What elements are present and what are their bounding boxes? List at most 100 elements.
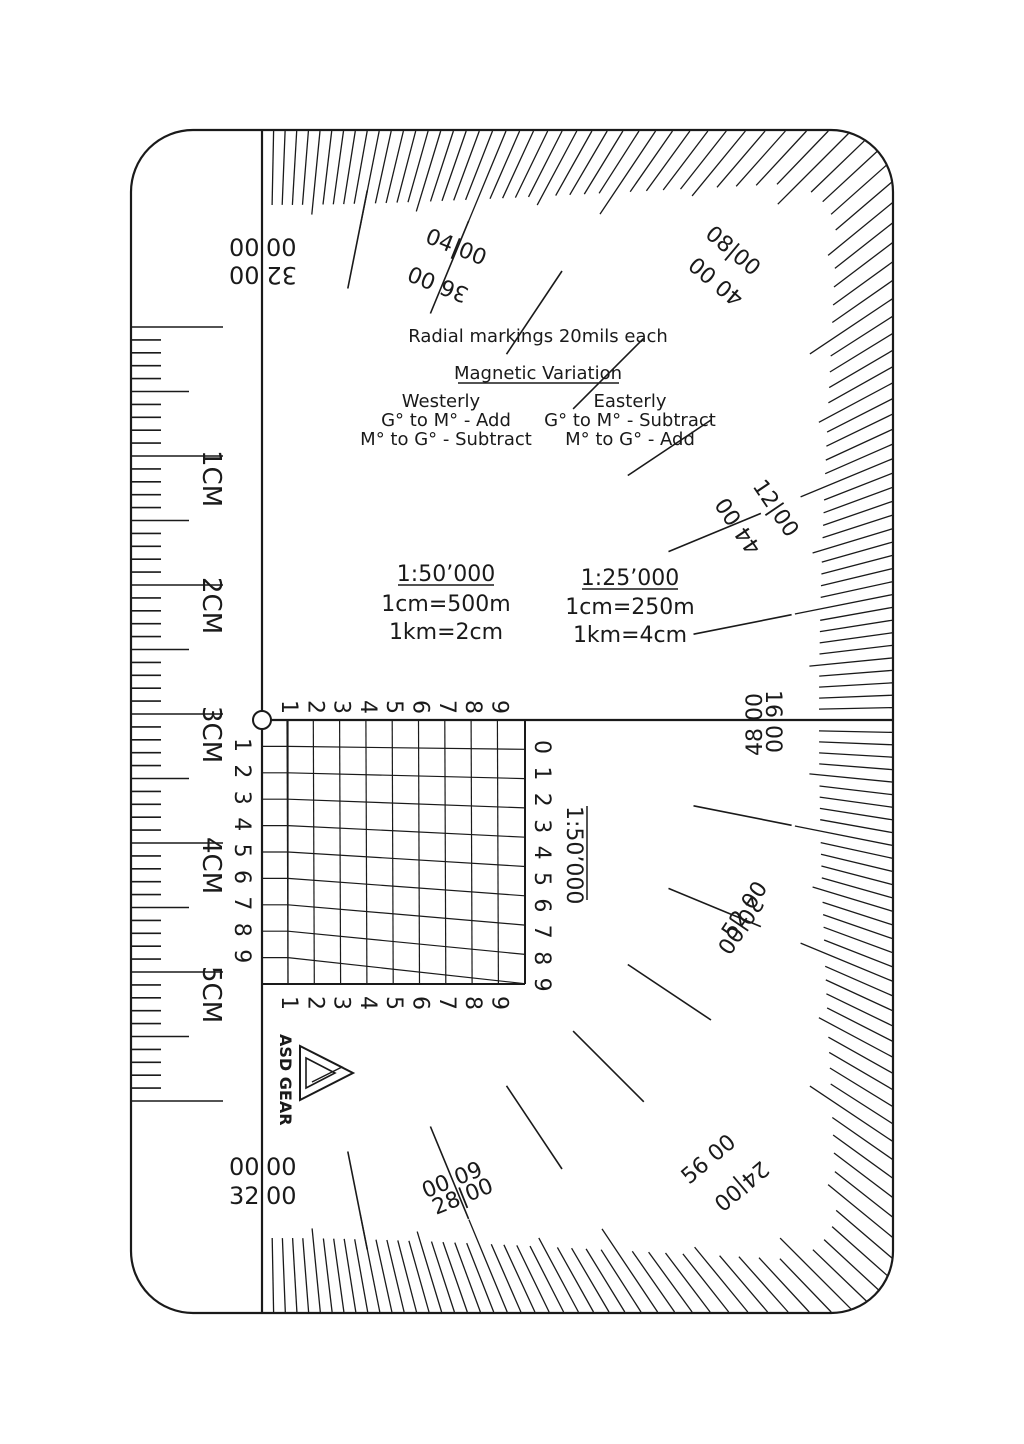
mils-bottom-left-c: 32 [229,1182,260,1210]
perimeter-tick [648,1251,693,1313]
perimeter-tick [453,130,480,201]
perimeter-tick [322,1238,333,1313]
perimeter-tick [694,1246,749,1313]
romer-diagonal-line [287,825,526,838]
perimeter-tick [302,1238,310,1313]
perimeter-tick [664,1252,711,1313]
radial-major-line [429,1126,470,1220]
perimeter-tick [682,1253,730,1313]
perimeter-tick [527,130,563,198]
protractor-label-3600: 36 00 [404,260,472,307]
perimeter-tick [820,580,894,599]
perimeter-tick [823,939,894,968]
romer-diagonal-line [287,877,526,897]
radial-major-line [627,419,712,477]
mils-bottom-left: 00 00 32 00 [229,1153,297,1210]
perimeter-tick [464,130,494,201]
perimeter-tick [831,279,894,324]
perimeter-tick [809,657,894,667]
ruler-labels: 1CM 2CM 3CM 4CM 5CM [196,450,226,1023]
mils-top-left-b: 00 [266,234,297,262]
mils-top-left-d: 32 [266,261,297,289]
ruler-label-3cm: 3CM [196,706,226,763]
romer-left-digit: 6 [229,870,254,884]
perimeter-tick [829,332,894,373]
perimeter-tick [529,1245,565,1313]
romer-vertical-line [312,719,315,985]
protractor-label-4800: 48 00 [743,693,768,756]
perimeter-tick [555,130,593,196]
perimeter-tick [333,1238,345,1313]
romer-bottom-digit: 5 [381,996,406,1010]
perimeter-tick [429,130,455,202]
perimeter-tick [598,130,640,194]
perimeter-tick [831,1226,888,1277]
perimeter-tick [502,130,535,199]
perimeter-tick [343,130,356,205]
romer-top-digit: 8 [460,700,485,714]
radial-major-line [693,805,792,827]
radial-major-line [505,270,563,355]
perimeter-tick [822,901,894,926]
romer-bottom-digit: 1 [276,996,301,1010]
perimeter-tick [408,1240,430,1313]
perimeter-tick [514,130,549,198]
romer-diagonal-line [287,930,526,955]
radial-major-line [572,337,645,410]
perimeter-tick [818,706,894,710]
perimeter-tick [538,1237,579,1313]
romer-right-digit: 7 [529,925,554,939]
perimeter-tick [827,1184,894,1239]
romer-scale-label: 1:50’000 [561,806,586,904]
romer-top-digit: 4 [355,700,380,714]
perimeter-tick [779,1258,832,1313]
logo-chevron [311,1051,344,1083]
perimeter-tick [821,554,894,575]
romer-right-digit: 2 [529,793,554,807]
perimeter-tick [819,632,894,644]
romer-bottom-digit: 8 [460,996,485,1010]
easterly-line2: M° to G° - Add [565,429,695,450]
perimeter-tick [819,752,894,758]
perimeter-tick [794,593,894,615]
perimeter-tick [821,877,894,899]
perimeter-tick [825,428,894,461]
perimeter-tick [809,773,894,783]
perimeter-tick [812,886,894,913]
romer-top-digit: 5 [381,700,406,714]
romer-top-digit: 1 [276,700,301,714]
perimeter-tick [354,1239,369,1313]
romer-right-digit: 1 [529,766,554,780]
perimeter-tick [832,261,894,306]
perimeter-tick [823,472,894,501]
romer-top-digit: 7 [434,700,459,714]
perimeter-tick [490,1243,522,1313]
mils-top-left-a: 00 [229,234,260,262]
mils-top-left: 00 00 00 32 [229,234,297,290]
perimeter-tick [830,315,894,357]
perimeter-tick [536,130,578,206]
romer-right-digit: 3 [529,819,554,833]
westerly-line2: M° to G° - Subtract [360,429,532,450]
radial-major-line [627,963,712,1021]
perimeter-tick [800,942,894,983]
perimeter-tick [819,644,894,655]
ruler-label-1cm: 1CM [196,450,226,507]
ruler-label-2cm: 2CM [196,577,226,634]
perimeter-tick [819,763,894,771]
perimeter-tick [828,366,894,404]
scale-50k-title: 1:50’000 [397,562,495,587]
perimeter-tick [826,397,894,433]
perimeter-tick [810,140,865,193]
perimeter-tick [735,130,786,187]
perimeter-tick [271,130,275,206]
perimeter-tick [716,130,766,188]
perimeter-tick [291,130,298,205]
romer-left-digit: 1 [229,738,254,752]
logo-triangle-outer [299,1044,356,1102]
perimeter-tick [569,130,608,196]
perimeter-tick [809,1085,894,1143]
perimeter-tick [442,1241,468,1313]
perimeter-tick [828,349,894,389]
